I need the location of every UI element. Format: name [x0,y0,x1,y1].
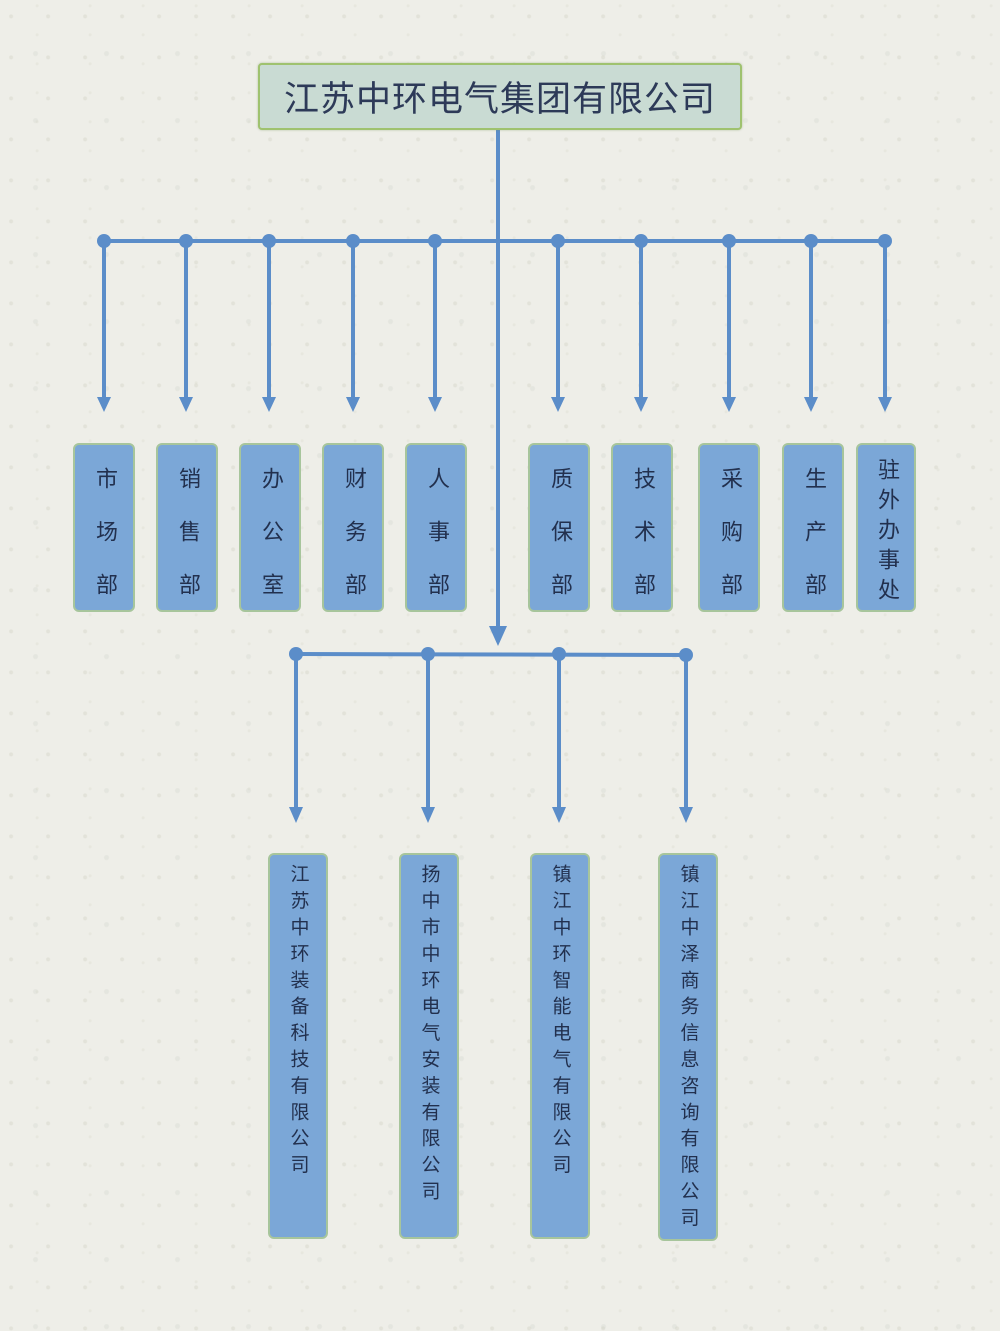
arrowhead-sub-2 [421,807,435,823]
department-box-market: 市场部 [73,443,135,612]
department-label: 人事部 [424,467,449,612]
node-dot-dept-3 [262,234,276,248]
department-label: 驻外办事处 [874,458,899,608]
arrowhead-sub-3 [552,807,566,823]
arrowhead-dept-3 [262,397,276,412]
department-label: 财务部 [341,467,366,612]
subsidiary-box-3: 镇江中环智能电气有限公司 [530,853,590,1239]
arrowhead-dept-4 [346,397,360,412]
department-label: 技术部 [630,467,655,612]
node-dot-dept-5 [428,234,442,248]
arrowhead-dept-5 [428,397,442,412]
subsidiary-label: 镇江中环智能电气有限公司 [549,864,572,1181]
arrowhead-dept-2 [179,397,193,412]
department-box-office: 办公室 [239,443,301,612]
subsidiary-label: 镇江中泽商务信息咨询有限公司 [677,864,700,1234]
department-box-technology: 技术部 [611,443,673,612]
node-dot-sub-1 [289,647,303,661]
department-box-production: 生产部 [782,443,844,612]
department-box-purchasing: 采购部 [698,443,760,612]
node-dot-dept-8 [722,234,736,248]
subsidiary-box-1: 江苏中环装备科技有限公司 [268,853,328,1239]
group-title-box: 江苏中环电气集团有限公司 [258,63,742,130]
arrowhead-dept-10 [878,397,892,412]
node-dot-sub-3 [552,647,566,661]
department-label: 生产部 [801,467,826,612]
department-label: 销售部 [175,467,200,612]
arrowhead-dept-6 [551,397,565,412]
node-dot-dept-9 [804,234,818,248]
subsidiary-label: 江苏中环装备科技有限公司 [287,864,310,1181]
department-box-finance: 财务部 [322,443,384,612]
arrowhead-sub-4 [679,807,693,823]
node-dot-dept-4 [346,234,360,248]
department-box-field-office: 驻外办事处 [856,443,916,612]
department-label: 采购部 [717,467,742,612]
arrowhead-dept-1 [97,397,111,412]
subsidiary-label: 扬中市中环电气安装有限公司 [418,864,441,1208]
node-dot-sub-2 [421,647,435,661]
node-dot-dept-1 [97,234,111,248]
trunk-arrowhead [489,626,507,646]
arrowhead-sub-1 [289,807,303,823]
subsidiary-bus-line [294,652,688,657]
node-dot-dept-10 [878,234,892,248]
department-box-quality: 质保部 [528,443,590,612]
arrowhead-dept-8 [722,397,736,412]
department-label: 办公室 [258,467,283,612]
arrowhead-dept-9 [804,397,818,412]
department-label: 市场部 [92,467,117,612]
subsidiary-box-2: 扬中市中环电气安装有限公司 [399,853,459,1239]
department-label: 质保部 [547,467,572,612]
arrowhead-dept-7 [634,397,648,412]
group-title: 江苏中环电气集团有限公司 [283,80,716,120]
node-dot-sub-4 [679,648,693,662]
subsidiary-box-4: 镇江中泽商务信息咨询有限公司 [658,853,718,1241]
node-dot-dept-6 [551,234,565,248]
department-box-hr: 人事部 [405,443,467,612]
department-box-sales: 销售部 [156,443,218,612]
node-dot-dept-7 [634,234,648,248]
node-dot-dept-2 [179,234,193,248]
